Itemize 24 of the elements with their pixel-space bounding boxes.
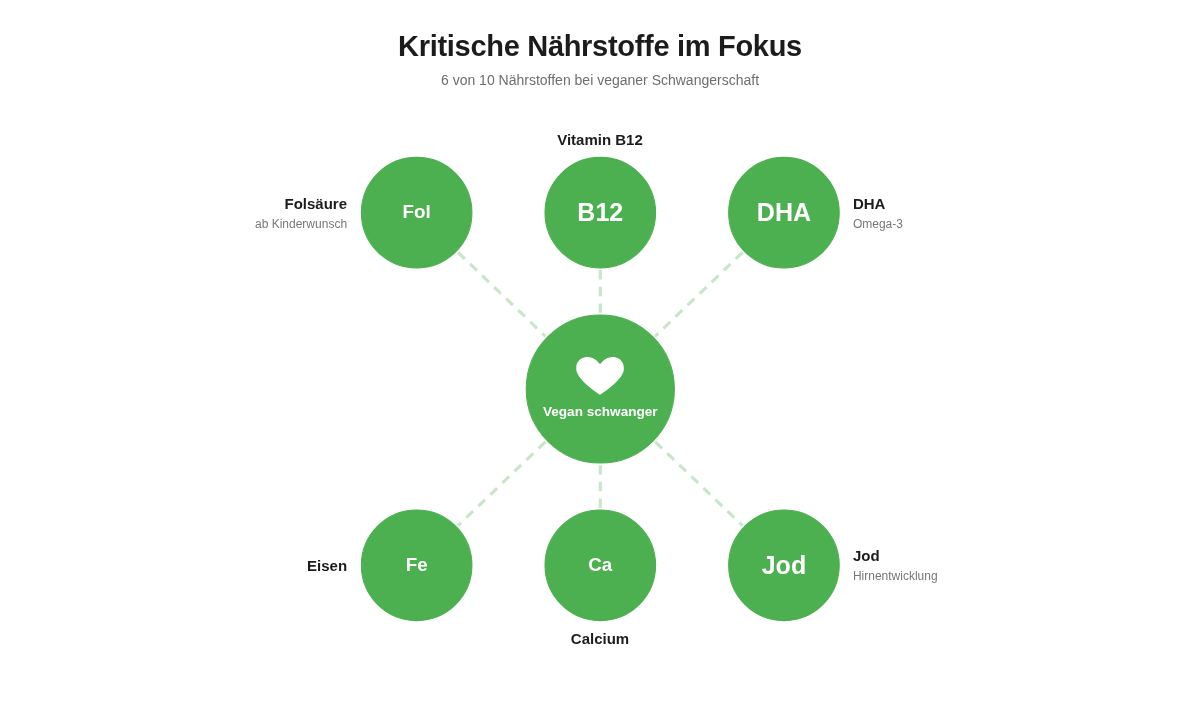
nutrient-circle: Fol xyxy=(360,156,473,269)
nutrient-name: DHA xyxy=(852,193,886,213)
nutrient-name: Vitamin B12 xyxy=(557,130,643,150)
nutrient-name: Eisen xyxy=(307,555,348,575)
nutrient-circle: DHA xyxy=(727,156,840,269)
nutrient-circle: Fe xyxy=(360,509,473,622)
subtitle: 6 von 10 Nährstoffen bei veganer Schwangerschaft xyxy=(440,72,760,88)
title: Kritische Nährstoffe im Fokus xyxy=(398,30,802,63)
nutrient-note: ab Kinderwunsch xyxy=(255,215,348,233)
dashed-connector xyxy=(653,440,744,527)
nutrient-circle: B12 xyxy=(544,156,656,269)
dashed-connector xyxy=(598,270,602,313)
nutrient-name: Folsäure xyxy=(284,193,348,213)
nutrient-circle: Ca xyxy=(544,509,656,622)
dashed-connector xyxy=(456,251,547,338)
dashed-connector xyxy=(598,465,602,508)
center-circle: Vegan schwanger xyxy=(525,314,675,464)
dashed-connector xyxy=(653,251,744,338)
nutrient-name: Calcium xyxy=(570,628,630,648)
nutrient-note: Omega-3 xyxy=(852,215,903,233)
nutrient-name: Jod xyxy=(852,545,880,565)
dashed-connector xyxy=(456,440,547,527)
nutrient-circle: Jod xyxy=(727,509,840,622)
nutrient-note: Hirnentwicklung xyxy=(852,567,938,585)
